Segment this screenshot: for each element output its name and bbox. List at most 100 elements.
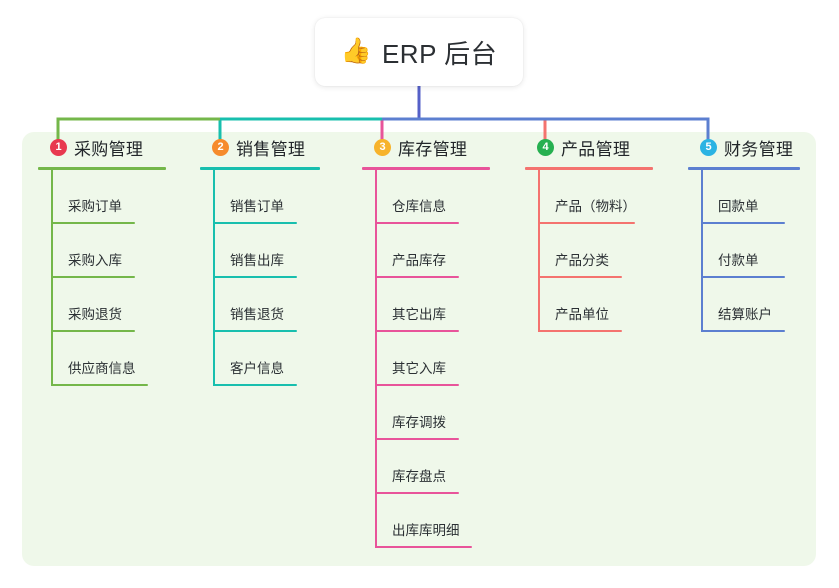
- column-1: 1 采购管理采购订单采购入库采购退货供应商信息: [38, 132, 166, 386]
- menu-item-rule: [701, 330, 785, 332]
- menu-item-label: 付款单: [718, 253, 759, 268]
- menu-item[interactable]: 供应商信息: [38, 332, 166, 386]
- column-rule-2: [200, 167, 320, 170]
- menu-item[interactable]: 采购入库: [38, 224, 166, 278]
- column-header-1[interactable]: 1 采购管理: [38, 132, 166, 162]
- thumbs-up-icon: 👍: [340, 36, 372, 65]
- menu-item-label: 回款单: [718, 199, 759, 214]
- column-title-1: 采购管理: [74, 139, 144, 159]
- column-items-3: 仓库信息产品库存其它出库其它入库库存调拨库存盘点出库库明细: [362, 170, 490, 548]
- menu-item-label: 采购入库: [68, 253, 122, 268]
- menu-item-rule: [375, 276, 459, 278]
- menu-item-rule: [701, 276, 785, 278]
- menu-item-rule: [213, 384, 297, 386]
- menu-item[interactable]: 库存调拨: [362, 386, 490, 440]
- menu-item-rule: [538, 222, 635, 224]
- menu-item[interactable]: 销售出库: [200, 224, 320, 278]
- menu-item[interactable]: 销售退货: [200, 278, 320, 332]
- menu-item[interactable]: 采购订单: [38, 170, 166, 224]
- menu-item-rule: [538, 330, 622, 332]
- column-spine-1: [51, 170, 53, 386]
- menu-item-rule: [51, 330, 135, 332]
- column-spine-5: [701, 170, 703, 332]
- menu-item-label: 结算账户: [718, 307, 772, 322]
- menu-item[interactable]: 付款单: [688, 224, 800, 278]
- column-badge-4: 4: [537, 138, 554, 156]
- menu-item[interactable]: 产品分类: [525, 224, 653, 278]
- column-title-2: 销售管理: [236, 139, 306, 159]
- menu-item-rule: [701, 222, 785, 224]
- menu-item-rule: [375, 222, 459, 224]
- column-badge-3: 3: [374, 138, 391, 156]
- menu-item-rule: [538, 276, 622, 278]
- column-rule-3: [362, 167, 490, 170]
- menu-item-rule: [51, 276, 135, 278]
- column-items-2: 销售订单销售出库销售退货客户信息: [200, 170, 320, 386]
- menu-item-label: 销售出库: [230, 253, 284, 268]
- root-node-title: ERP 后台: [381, 38, 498, 69]
- column-badge-1: 1: [50, 138, 67, 156]
- column-rule-4: [525, 167, 653, 170]
- menu-item-label: 产品（物料）: [555, 199, 636, 214]
- menu-item[interactable]: 客户信息: [200, 332, 320, 386]
- column-spine-2: [213, 170, 215, 386]
- column-5: 5 财务管理回款单付款单结算账户: [688, 132, 800, 332]
- column-title-4: 产品管理: [561, 139, 631, 159]
- menu-item-label: 客户信息: [230, 361, 284, 376]
- root-node-card[interactable]: 👍 ERP 后台: [315, 18, 523, 86]
- menu-item-rule: [213, 330, 297, 332]
- column-header-2[interactable]: 2 销售管理: [200, 132, 320, 162]
- column-header-4[interactable]: 4 产品管理: [525, 132, 653, 162]
- column-title-5: 财务管理: [724, 139, 794, 159]
- menu-item[interactable]: 出库库明细: [362, 494, 490, 548]
- menu-item-label: 库存调拨: [392, 415, 446, 430]
- menu-item-label: 采购订单: [68, 199, 122, 214]
- columns-container: 1 采购管理采购订单采购入库采购退货供应商信息 2 销售管理销售订单销售出库销售退货客…: [22, 132, 816, 566]
- menu-item[interactable]: 仓库信息: [362, 170, 490, 224]
- menu-item-rule: [375, 438, 459, 440]
- menu-item-label: 其它入库: [392, 361, 446, 376]
- menu-item[interactable]: 库存盘点: [362, 440, 490, 494]
- menu-item-rule: [213, 276, 297, 278]
- menu-item-rule: [51, 222, 135, 224]
- column-4: 4 产品管理产品（物料） 产品分类产品单位: [525, 132, 653, 332]
- menu-item[interactable]: 产品库存: [362, 224, 490, 278]
- column-header-3[interactable]: 3 库存管理: [362, 132, 490, 162]
- menu-item-label: 产品分类: [555, 253, 609, 268]
- menu-item-label: 库存盘点: [392, 469, 446, 484]
- column-spine-4: [538, 170, 540, 332]
- menu-item[interactable]: 其它入库: [362, 332, 490, 386]
- column-3: 3 库存管理仓库信息产品库存其它出库其它入库库存调拨库存盘点出库库明细: [362, 132, 490, 548]
- menu-item[interactable]: 产品单位: [525, 278, 653, 332]
- menu-item-rule: [375, 330, 459, 332]
- menu-item[interactable]: 回款单: [688, 170, 800, 224]
- column-header-5[interactable]: 5 财务管理: [688, 132, 800, 162]
- menu-item-label: 仓库信息: [392, 199, 446, 214]
- column-2: 2 销售管理销售订单销售出库销售退货客户信息: [200, 132, 320, 386]
- menu-item-label: 销售退货: [230, 307, 284, 322]
- menu-item-rule: [375, 492, 459, 494]
- menu-item[interactable]: 产品（物料）: [525, 170, 653, 224]
- column-badge-2: 2: [212, 138, 229, 156]
- column-items-1: 采购订单采购入库采购退货供应商信息: [38, 170, 166, 386]
- column-rule-5: [688, 167, 800, 170]
- menu-item-label: 产品库存: [392, 253, 446, 268]
- menu-item-label: 其它出库: [392, 307, 446, 322]
- column-badge-5: 5: [700, 138, 717, 156]
- menu-item-rule: [375, 384, 459, 386]
- menu-item[interactable]: 采购退货: [38, 278, 166, 332]
- menu-item-label: 产品单位: [555, 307, 609, 322]
- menu-item-label: 采购退货: [68, 307, 122, 322]
- menu-item-rule: [213, 222, 297, 224]
- menu-item-label: 销售订单: [230, 199, 284, 214]
- column-items-4: 产品（物料） 产品分类产品单位: [525, 170, 653, 332]
- menu-item[interactable]: 销售订单: [200, 170, 320, 224]
- menu-item[interactable]: 结算账户: [688, 278, 800, 332]
- column-items-5: 回款单付款单结算账户: [688, 170, 800, 332]
- column-spine-3: [375, 170, 377, 548]
- menu-item-label: 供应商信息: [68, 361, 136, 376]
- column-title-3: 库存管理: [398, 139, 468, 159]
- menu-item-label: 出库库明细: [392, 523, 460, 538]
- menu-item[interactable]: 其它出库: [362, 278, 490, 332]
- column-rule-1: [38, 167, 166, 170]
